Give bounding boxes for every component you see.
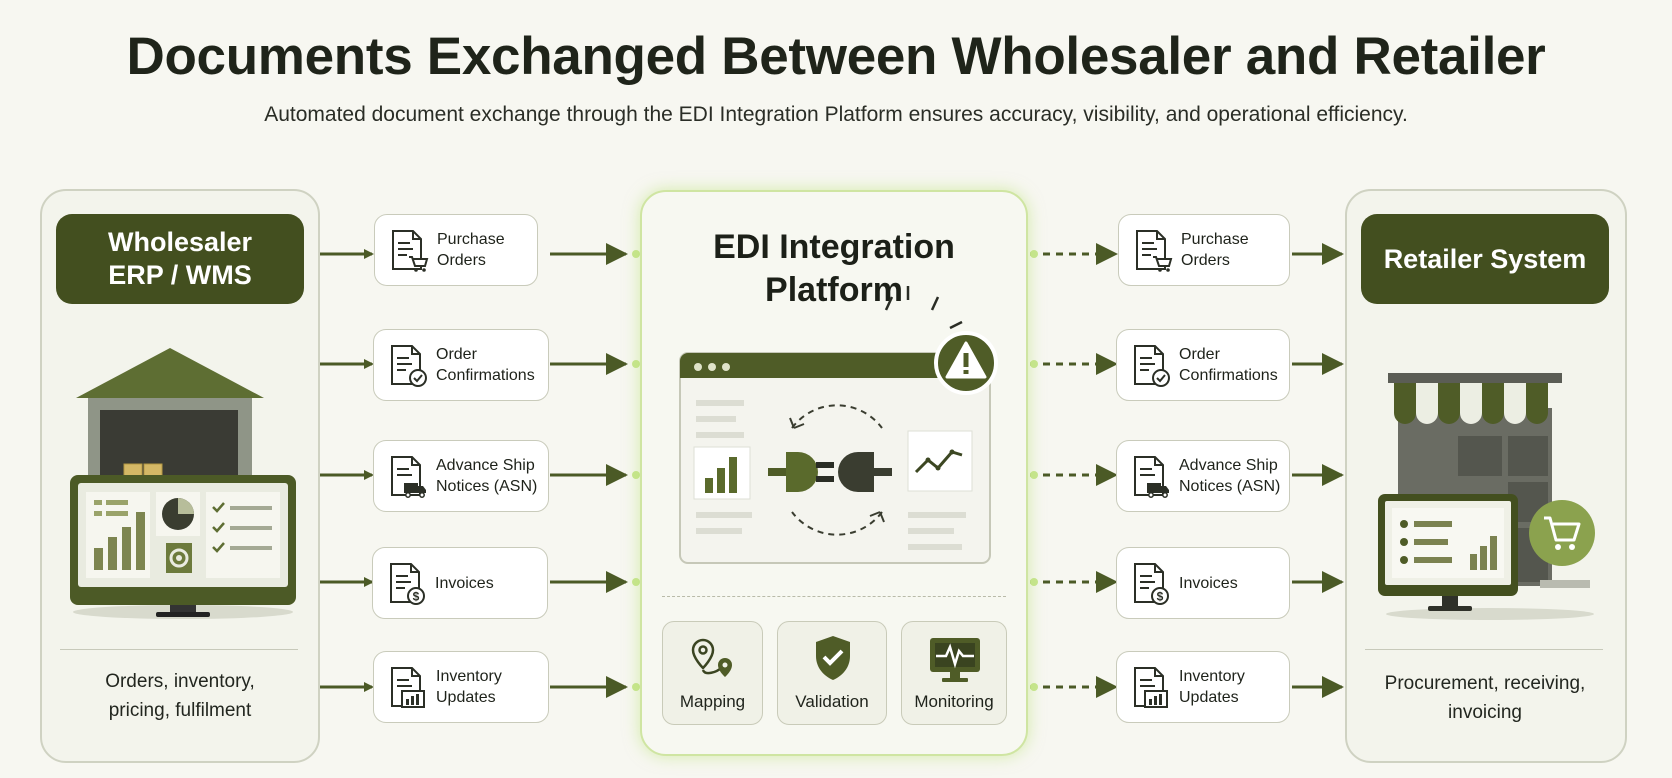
- inventory-update-icon: [1134, 667, 1168, 708]
- shipping-notice-icon: [1134, 456, 1169, 498]
- shield-check-icon: [816, 636, 850, 680]
- store-illustration: [1378, 373, 1595, 620]
- feature-validation-label: Validation: [795, 692, 869, 711]
- doc-label-line1: Purchase: [437, 231, 505, 248]
- doc-label-line2: Orders: [1181, 252, 1230, 269]
- wholesaler-caption: Orders, inventory, pricing, fulfilment: [42, 667, 318, 725]
- doc-card-invoices-inbound: $ Invoices: [1116, 547, 1290, 619]
- doc-label-line1: Advance Ship: [436, 457, 535, 474]
- edi-platform-title: EDI Integration Platform: [640, 226, 1028, 312]
- wholesaler-header-line2: ERP / WMS: [108, 260, 252, 290]
- retailer-caption-line2: invoicing: [1448, 702, 1522, 723]
- connection-glow-dot: [1030, 250, 1038, 258]
- connection-glow-dot: [632, 471, 640, 479]
- order-confirmation-icon: [391, 345, 427, 387]
- feature-mapping-label: Mapping: [679, 692, 746, 711]
- wholesaler-divider: [60, 649, 298, 650]
- connection-glow-dot: [632, 578, 640, 586]
- edi-platform-divider: [662, 596, 1006, 597]
- doc-label-line2: Notices (ASN): [436, 478, 538, 495]
- feature-mapping: Mapping: [662, 621, 763, 725]
- doc-label-line1: Invoices: [1179, 574, 1238, 592]
- connection-glow-dot: [632, 250, 640, 258]
- svg-text:$: $: [413, 590, 420, 604]
- doc-label-line1: Advance Ship: [1179, 457, 1278, 474]
- doc-label-line2: Orders: [437, 252, 486, 269]
- feature-monitoring: Monitoring: [901, 621, 1007, 725]
- retailer-caption-line1: Procurement, receiving,: [1384, 673, 1586, 694]
- doc-label-line1: Inventory: [1179, 668, 1245, 685]
- doc-label-line1: Order: [436, 346, 477, 363]
- monitor-pulse-icon: [930, 638, 980, 682]
- retailer-divider: [1365, 649, 1603, 650]
- feature-validation: Validation: [777, 621, 887, 725]
- doc-label-line1: Invoices: [435, 574, 494, 592]
- page-title: Documents Exchanged Between Wholesaler a…: [126, 27, 1546, 86]
- connection-glow-dot: [1030, 578, 1038, 586]
- wholesaler-caption-line2: pricing, fulfilment: [108, 700, 252, 721]
- purchase-order-icon: [1136, 230, 1173, 272]
- connection-glow-dot: [1030, 471, 1038, 479]
- edi-platform-title-line2: Platform: [765, 271, 903, 309]
- wholesaler-header-line1: Wholesaler: [107, 227, 253, 257]
- doc-label-line2: Updates: [1179, 689, 1239, 706]
- doc-label-line2: Confirmations: [436, 367, 535, 384]
- edi-platform-title-line1: EDI Integration: [713, 228, 955, 266]
- warehouse-illustration: [70, 348, 296, 619]
- map-pin-icon: [691, 638, 732, 677]
- purchase-order-icon: [392, 230, 429, 272]
- integration-window-illustration: [679, 286, 998, 564]
- doc-card-label: Invoices: [435, 548, 494, 618]
- doc-label-line2: Notices (ASN): [1179, 478, 1281, 495]
- feature-monitoring-label: Monitoring: [914, 692, 994, 711]
- order-confirmation-icon: [1134, 345, 1170, 387]
- connection-glow-dot: [1030, 360, 1038, 368]
- doc-label-line2: Updates: [436, 689, 496, 706]
- connection-glow-dot: [1030, 683, 1038, 691]
- doc-label-line2: Confirmations: [1179, 367, 1278, 384]
- page-subtitle: Automated document exchange through the …: [264, 103, 1408, 126]
- retailer-header-label: Retailer System: [1383, 243, 1587, 274]
- doc-card-invoices-outbound: $ Invoices: [372, 547, 548, 619]
- doc-label-line1: Purchase: [1181, 231, 1249, 248]
- inventory-update-icon: [391, 667, 425, 708]
- invoice-icon: $: [390, 563, 425, 605]
- invoice-icon: $: [1134, 563, 1169, 605]
- doc-label-line1: Inventory: [436, 668, 502, 685]
- shipping-notice-icon: [391, 456, 426, 498]
- connection-glow-dot: [632, 683, 640, 691]
- doc-label-line1: Order: [1179, 346, 1220, 363]
- retailer-header: Retailer System: [1361, 214, 1609, 304]
- retailer-caption: Procurement, receiving, invoicing: [1346, 669, 1624, 727]
- doc-card-label: Invoices: [1179, 548, 1238, 618]
- connection-glow-dot: [632, 360, 640, 368]
- svg-text:$: $: [1157, 590, 1164, 604]
- wholesaler-caption-line1: Orders, inventory,: [105, 671, 255, 692]
